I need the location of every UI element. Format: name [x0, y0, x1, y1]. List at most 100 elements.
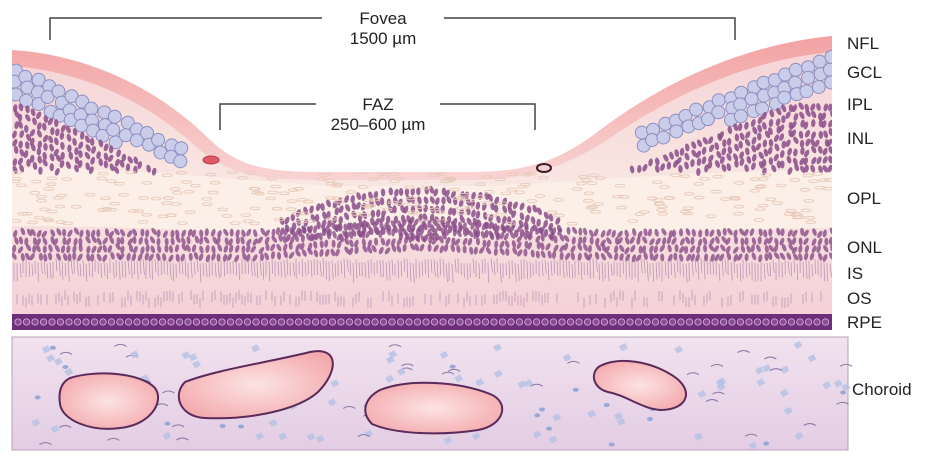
onl-nucleus [230, 229, 234, 237]
choroid-cell [450, 365, 456, 369]
layer-label-ipl: IPL [847, 96, 873, 113]
rpe-cell [516, 319, 522, 325]
rpe-cell [32, 319, 38, 325]
rpe-cell [720, 319, 726, 325]
rpe-cell [771, 319, 777, 325]
rpe-cell [270, 319, 276, 325]
rpe-cell [644, 319, 650, 325]
capillary-right [537, 164, 551, 172]
choroid-cell [238, 425, 244, 429]
rpe-cell [219, 319, 225, 325]
choroid-cell [763, 442, 769, 446]
layer-label-is: IS [847, 265, 863, 282]
rpe-cell [83, 319, 89, 325]
rpe-cell [822, 319, 828, 325]
rpe-cell [66, 319, 72, 325]
rpe-cell [635, 319, 641, 325]
rpe-cell [397, 319, 403, 325]
rpe-cell [346, 319, 352, 325]
rpe-cell [457, 319, 463, 325]
rpe-cell [151, 319, 157, 325]
rpe-cell [610, 319, 616, 325]
ganglion-cell [812, 80, 825, 93]
choroid-vessel [59, 373, 158, 428]
rpe-cell [193, 319, 199, 325]
choroid-cell [647, 417, 653, 421]
rpe-cell [100, 319, 106, 325]
onl-nucleus [260, 253, 264, 261]
rpe-cell [329, 319, 335, 325]
rpe-cell [729, 319, 735, 325]
rpe-cell [780, 319, 786, 325]
rpe-cell [567, 319, 573, 325]
capillary-left [203, 156, 219, 164]
rpe-cell [176, 319, 182, 325]
ganglion-cell [789, 63, 802, 76]
rpe-cell [542, 319, 548, 325]
choroid-cell [539, 408, 545, 412]
rpe-cell [703, 319, 709, 325]
ganglion-cell [823, 63, 836, 76]
rpe-cell [389, 319, 395, 325]
ganglion-cell [85, 102, 98, 115]
rpe-cell [431, 319, 437, 325]
rpe-cell [355, 319, 361, 325]
rpe-cell [618, 319, 624, 325]
onl-nucleus [705, 229, 709, 237]
layer-label-gcl: GCL [847, 64, 882, 81]
rpe-cell [168, 319, 174, 325]
inner-segment [488, 263, 489, 283]
choroid-cell [534, 413, 540, 417]
rpe-cell [278, 319, 284, 325]
layer-label-rpe: RPE [847, 314, 882, 331]
rpe-cell [763, 319, 769, 325]
choroid-vessel [365, 383, 502, 434]
ganglion-cell [778, 91, 791, 104]
layer-label-opl: OPL [847, 190, 881, 207]
ganglion-cell [690, 103, 703, 116]
rpe-cell [49, 319, 55, 325]
layer-label-choroid: Choroid [852, 381, 912, 398]
rpe-cell [312, 319, 318, 325]
ganglion-cell [825, 50, 838, 63]
ganglion-cell [670, 125, 683, 138]
rpe-cell [414, 319, 420, 325]
ganglion-cell [107, 123, 120, 136]
rpe-cell [601, 319, 607, 325]
choroid-cell [609, 443, 615, 447]
rpe-cell [142, 319, 148, 325]
rpe-cell [23, 319, 29, 325]
rpe-cell [159, 319, 165, 325]
rpe-cell [695, 319, 701, 325]
rpe-cell [788, 319, 794, 325]
rpe-cell [253, 319, 259, 325]
fovea-label: Fovea 1500 µm [322, 9, 444, 48]
rpe-cell [712, 319, 718, 325]
onl-nucleus [96, 229, 100, 237]
rpe-cell [593, 319, 599, 325]
rpe-cell [746, 319, 752, 325]
rpe-cell [559, 319, 565, 325]
ganglion-cell [745, 92, 758, 105]
rpe-cell [499, 319, 505, 325]
layer-label-inl: INL [847, 130, 873, 147]
ganglion-cell [802, 71, 815, 84]
rpe-cell [440, 319, 446, 325]
choroid-layer [12, 337, 852, 450]
ganglion-cell [175, 142, 188, 155]
rpe-cell [550, 319, 556, 325]
rpe-cell [406, 319, 412, 325]
rpe-cell [108, 319, 114, 325]
rpe-cell [321, 319, 327, 325]
rpe-cell [652, 319, 658, 325]
rpe-cell [380, 319, 386, 325]
choroid-cell [62, 365, 68, 369]
rpe-cell [304, 319, 310, 325]
rpe-cell [236, 319, 242, 325]
rpe-cell [533, 319, 539, 325]
layer-label-os: OS [847, 290, 872, 307]
choroid-cell [220, 424, 226, 428]
rpe-cell [423, 319, 429, 325]
retina-layers [8, 36, 838, 330]
